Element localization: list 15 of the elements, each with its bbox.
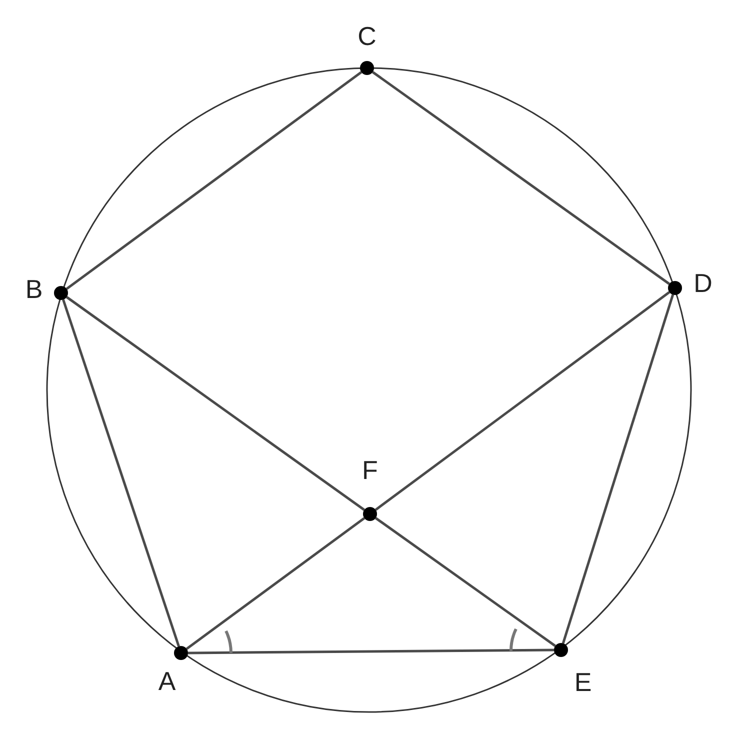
line-segment bbox=[186, 517, 366, 650]
line-segment bbox=[188, 648, 554, 654]
line-segment bbox=[62, 299, 180, 647]
point-label: A bbox=[157, 667, 177, 695]
point-label: C bbox=[356, 22, 378, 50]
line-segment bbox=[66, 71, 362, 290]
point-label: F bbox=[361, 456, 379, 484]
line-segment bbox=[374, 291, 670, 511]
line-segment bbox=[562, 294, 674, 644]
point-label: B bbox=[24, 275, 44, 303]
point-label: E bbox=[573, 668, 593, 696]
line-segment bbox=[66, 296, 366, 511]
line-segment bbox=[372, 71, 670, 285]
point-label: D bbox=[692, 269, 714, 297]
line-segment bbox=[374, 517, 556, 647]
